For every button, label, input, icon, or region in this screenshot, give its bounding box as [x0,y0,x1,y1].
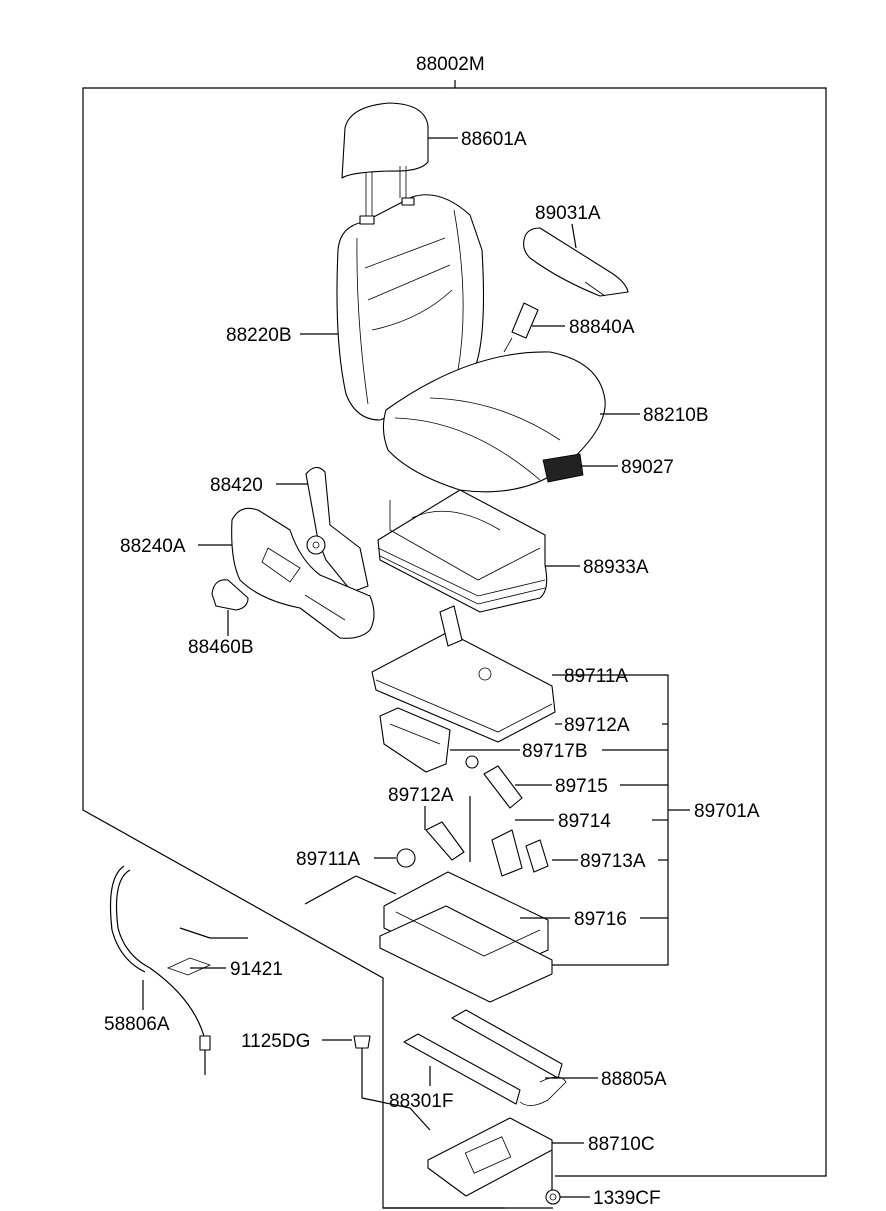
label-actuator: 89715 [555,776,608,797]
label-motor: 89714 [558,811,611,832]
label-recliner: 88420 [210,475,263,496]
label-lumbar: 89717B [522,741,588,762]
mounting-plate [427,1117,553,1197]
label-plate: 88710C [588,1134,655,1155]
headrest [341,102,429,216]
leader-lines [142,137,690,1198]
label-cushion-frame: 88933A [583,557,649,578]
label-bolt: 1125DG [241,1031,310,1052]
label-back-cover: 88220B [226,325,292,346]
base-frame [379,871,553,1003]
assembly-outline [82,80,827,1209]
motor-assembly [491,829,549,877]
label-track-mid: 89712A [564,715,630,736]
seatbelt-buckle [503,302,539,353]
armrest [523,227,629,297]
side-shield [231,507,375,639]
label-nut: 1339CF [593,1188,661,1209]
label-track-upper: 89711A [564,666,628,687]
seat-cushion [382,351,606,493]
label-rail-track: 88805A [601,1069,667,1090]
knob [211,579,249,611]
bolt [353,1035,371,1098]
sensor [166,957,212,976]
label-knob: 88460B [188,637,254,658]
label-cushion-part: 89027 [621,457,674,478]
label-side-shield: 88240A [120,536,186,557]
label-bracket-left: 89711A [296,849,360,870]
label-sensor: 91421 [230,959,283,980]
nut [545,1189,561,1205]
label-rail-lower: 88301F [389,1091,453,1112]
seat-back [336,194,485,421]
label-link-left: 89712A [388,785,454,806]
actuator [465,755,523,809]
label-bracket-right: 89713A [580,851,646,872]
cable [109,865,211,1075]
label-cable: 58806A [104,1014,170,1035]
lumbar-unit [379,707,451,773]
label-buckle: 88840A [569,317,635,338]
label-cushion-cover: 88210B [643,405,709,426]
bracket-left [396,821,465,868]
seat-track-frame [371,605,556,743]
label-headrest: 88601A [461,129,527,150]
label-frame-assy: 89701A [694,801,760,822]
label-base-frame: 89716 [574,909,627,930]
cushion-frame [377,489,548,613]
label-armrest: 89031A [535,203,601,224]
seat-rails [403,1009,567,1106]
label-assembly: 88002M [416,54,485,75]
